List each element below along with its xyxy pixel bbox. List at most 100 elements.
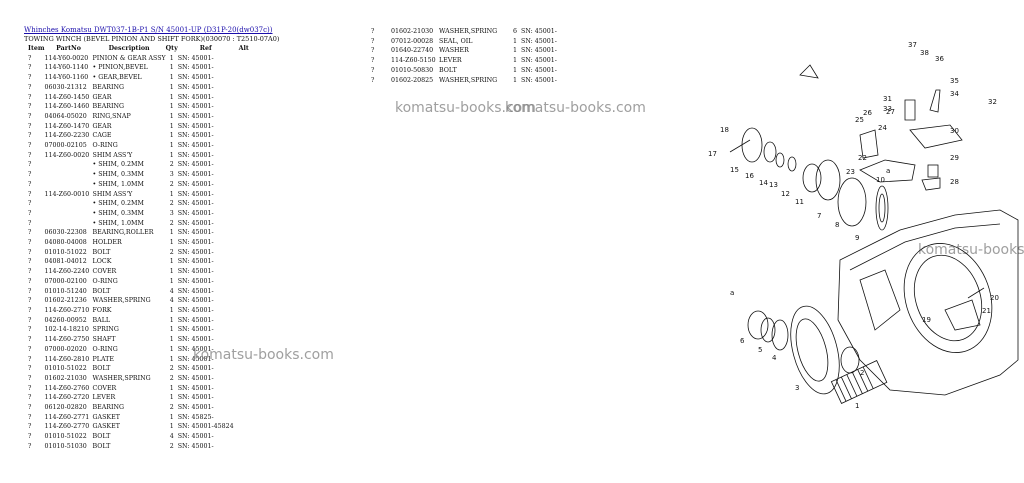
- cell-item: ?: [28, 239, 32, 247]
- callout-label: 38: [920, 49, 929, 57]
- cell-description: WASHER,SPRING: [92, 297, 151, 305]
- cell-ref: SN: 45001-: [177, 209, 214, 217]
- cell-description: COVER: [92, 384, 117, 392]
- cell-qty: 1: [512, 47, 517, 55]
- cell-item: ?: [28, 64, 32, 72]
- cell-ref: SN: 45001-: [521, 47, 557, 55]
- cell-item: ?: [28, 355, 32, 363]
- cell-qty: 2: [169, 248, 174, 256]
- cell-description: WASHER,SPRING: [439, 28, 498, 35]
- cell-partno: 114-Z60-2771: [44, 413, 90, 421]
- cell-partno: 01602-20825: [391, 76, 434, 84]
- callout-label: 28: [950, 178, 959, 186]
- cell-ref: SN: 45001-: [177, 219, 214, 227]
- watermark-text: komatsu-books.com: [505, 100, 646, 116]
- cell-ref: SN: 45001-: [177, 287, 214, 295]
- cell-ref: SN: 45001-: [177, 161, 214, 169]
- cell-description: LOCK: [92, 258, 112, 266]
- cell-partno: 114-Z60-1470: [44, 122, 90, 130]
- cell-ref: SN: 45001-: [177, 277, 214, 285]
- callout-label: 24: [878, 124, 887, 132]
- cell-description: BEARING: [92, 83, 125, 91]
- bevel-gear-drawing: [790, 305, 840, 395]
- cell-description: • PINION,BEVEL: [92, 64, 148, 72]
- callout-label: 1: [855, 402, 859, 410]
- cell-description: • SHIM, 0.3MM: [92, 171, 144, 179]
- cell-ref: SN: 45001-45824: [177, 423, 234, 431]
- bevel-pinion-drawing: [830, 360, 888, 404]
- column-header-ref: Ref: [199, 45, 212, 52]
- callout-label: 8: [835, 221, 839, 229]
- cell-ref: SN: 45001-: [177, 442, 214, 450]
- callout-label: 14: [759, 179, 768, 187]
- cell-item: ?: [371, 57, 375, 65]
- cell-item: ?: [28, 112, 32, 120]
- callout-label: 7: [817, 212, 821, 220]
- callout-label: 20: [990, 294, 999, 302]
- callout-label: 30: [950, 127, 959, 135]
- cell-description: WASHER,SPRING: [92, 374, 151, 382]
- cell-partno: 07000-02020: [44, 345, 87, 353]
- cell-description: O-RING: [92, 277, 118, 285]
- cell-partno: 07000-02105: [44, 142, 87, 150]
- document-title-link[interactable]: Whinches Komatsu DWT037-1B-P1 S/N 45001-…: [24, 26, 273, 34]
- callout-label: 10: [876, 176, 885, 184]
- cell-ref: SN: 45001-: [177, 404, 214, 412]
- callout-label: 5: [758, 346, 762, 354]
- cell-item: ?: [28, 103, 32, 111]
- cell-ref: SN: 45001-: [177, 365, 214, 373]
- parts-table-left: Item PartNo Description Qty Ref Alt ?114…: [24, 44, 254, 452]
- cell-qty: 4: [169, 287, 174, 295]
- column-header-alt: Alt: [238, 45, 249, 52]
- cell-partno: [45, 209, 93, 219]
- cell-item: ?: [28, 316, 32, 324]
- cell-partno: 04064-05020: [44, 112, 87, 120]
- cell-description: SEAL, OIL: [439, 37, 473, 45]
- cell-ref: SN: 45001-: [177, 180, 214, 188]
- cell-item: ?: [28, 404, 32, 412]
- cell-description: • SHIM, 0.2MM: [92, 200, 144, 208]
- cell-qty: 4: [169, 433, 174, 441]
- watermark-text: komatsu-books.com: [193, 347, 334, 363]
- cell-qty: 1: [169, 190, 174, 198]
- cell-qty: 2: [169, 219, 174, 227]
- cell-item: ?: [28, 258, 32, 266]
- cell-qty: 1: [169, 258, 174, 266]
- cell-ref: SN: 45001-: [177, 200, 214, 208]
- cell-partno: [45, 219, 93, 229]
- cell-item: ?: [28, 122, 32, 130]
- cell-partno: 114-Z60-2230: [44, 132, 90, 140]
- cell-description: BOLT: [92, 248, 111, 256]
- cell-ref: SN: 45001-: [177, 355, 214, 363]
- callout-label: 35: [950, 77, 959, 85]
- cell-qty: 1: [169, 326, 174, 334]
- cell-description: • SHIM, 0.3MM: [92, 209, 144, 217]
- exploded-parts-diagram: 1 2 3 4 5 6 7 8 9 10 11 12 13 14 15 16 1…: [708, 41, 1019, 410]
- cell-ref: SN: 45001-: [177, 239, 214, 247]
- cell-description: BEARING: [92, 404, 125, 412]
- cell-item: ?: [28, 336, 32, 344]
- cell-qty: 2: [169, 180, 174, 188]
- cell-description: GEAR: [92, 122, 112, 130]
- cell-qty: 1: [169, 112, 174, 120]
- cell-ref: SN: 45001-: [177, 93, 214, 101]
- callout-label: a: [886, 167, 890, 175]
